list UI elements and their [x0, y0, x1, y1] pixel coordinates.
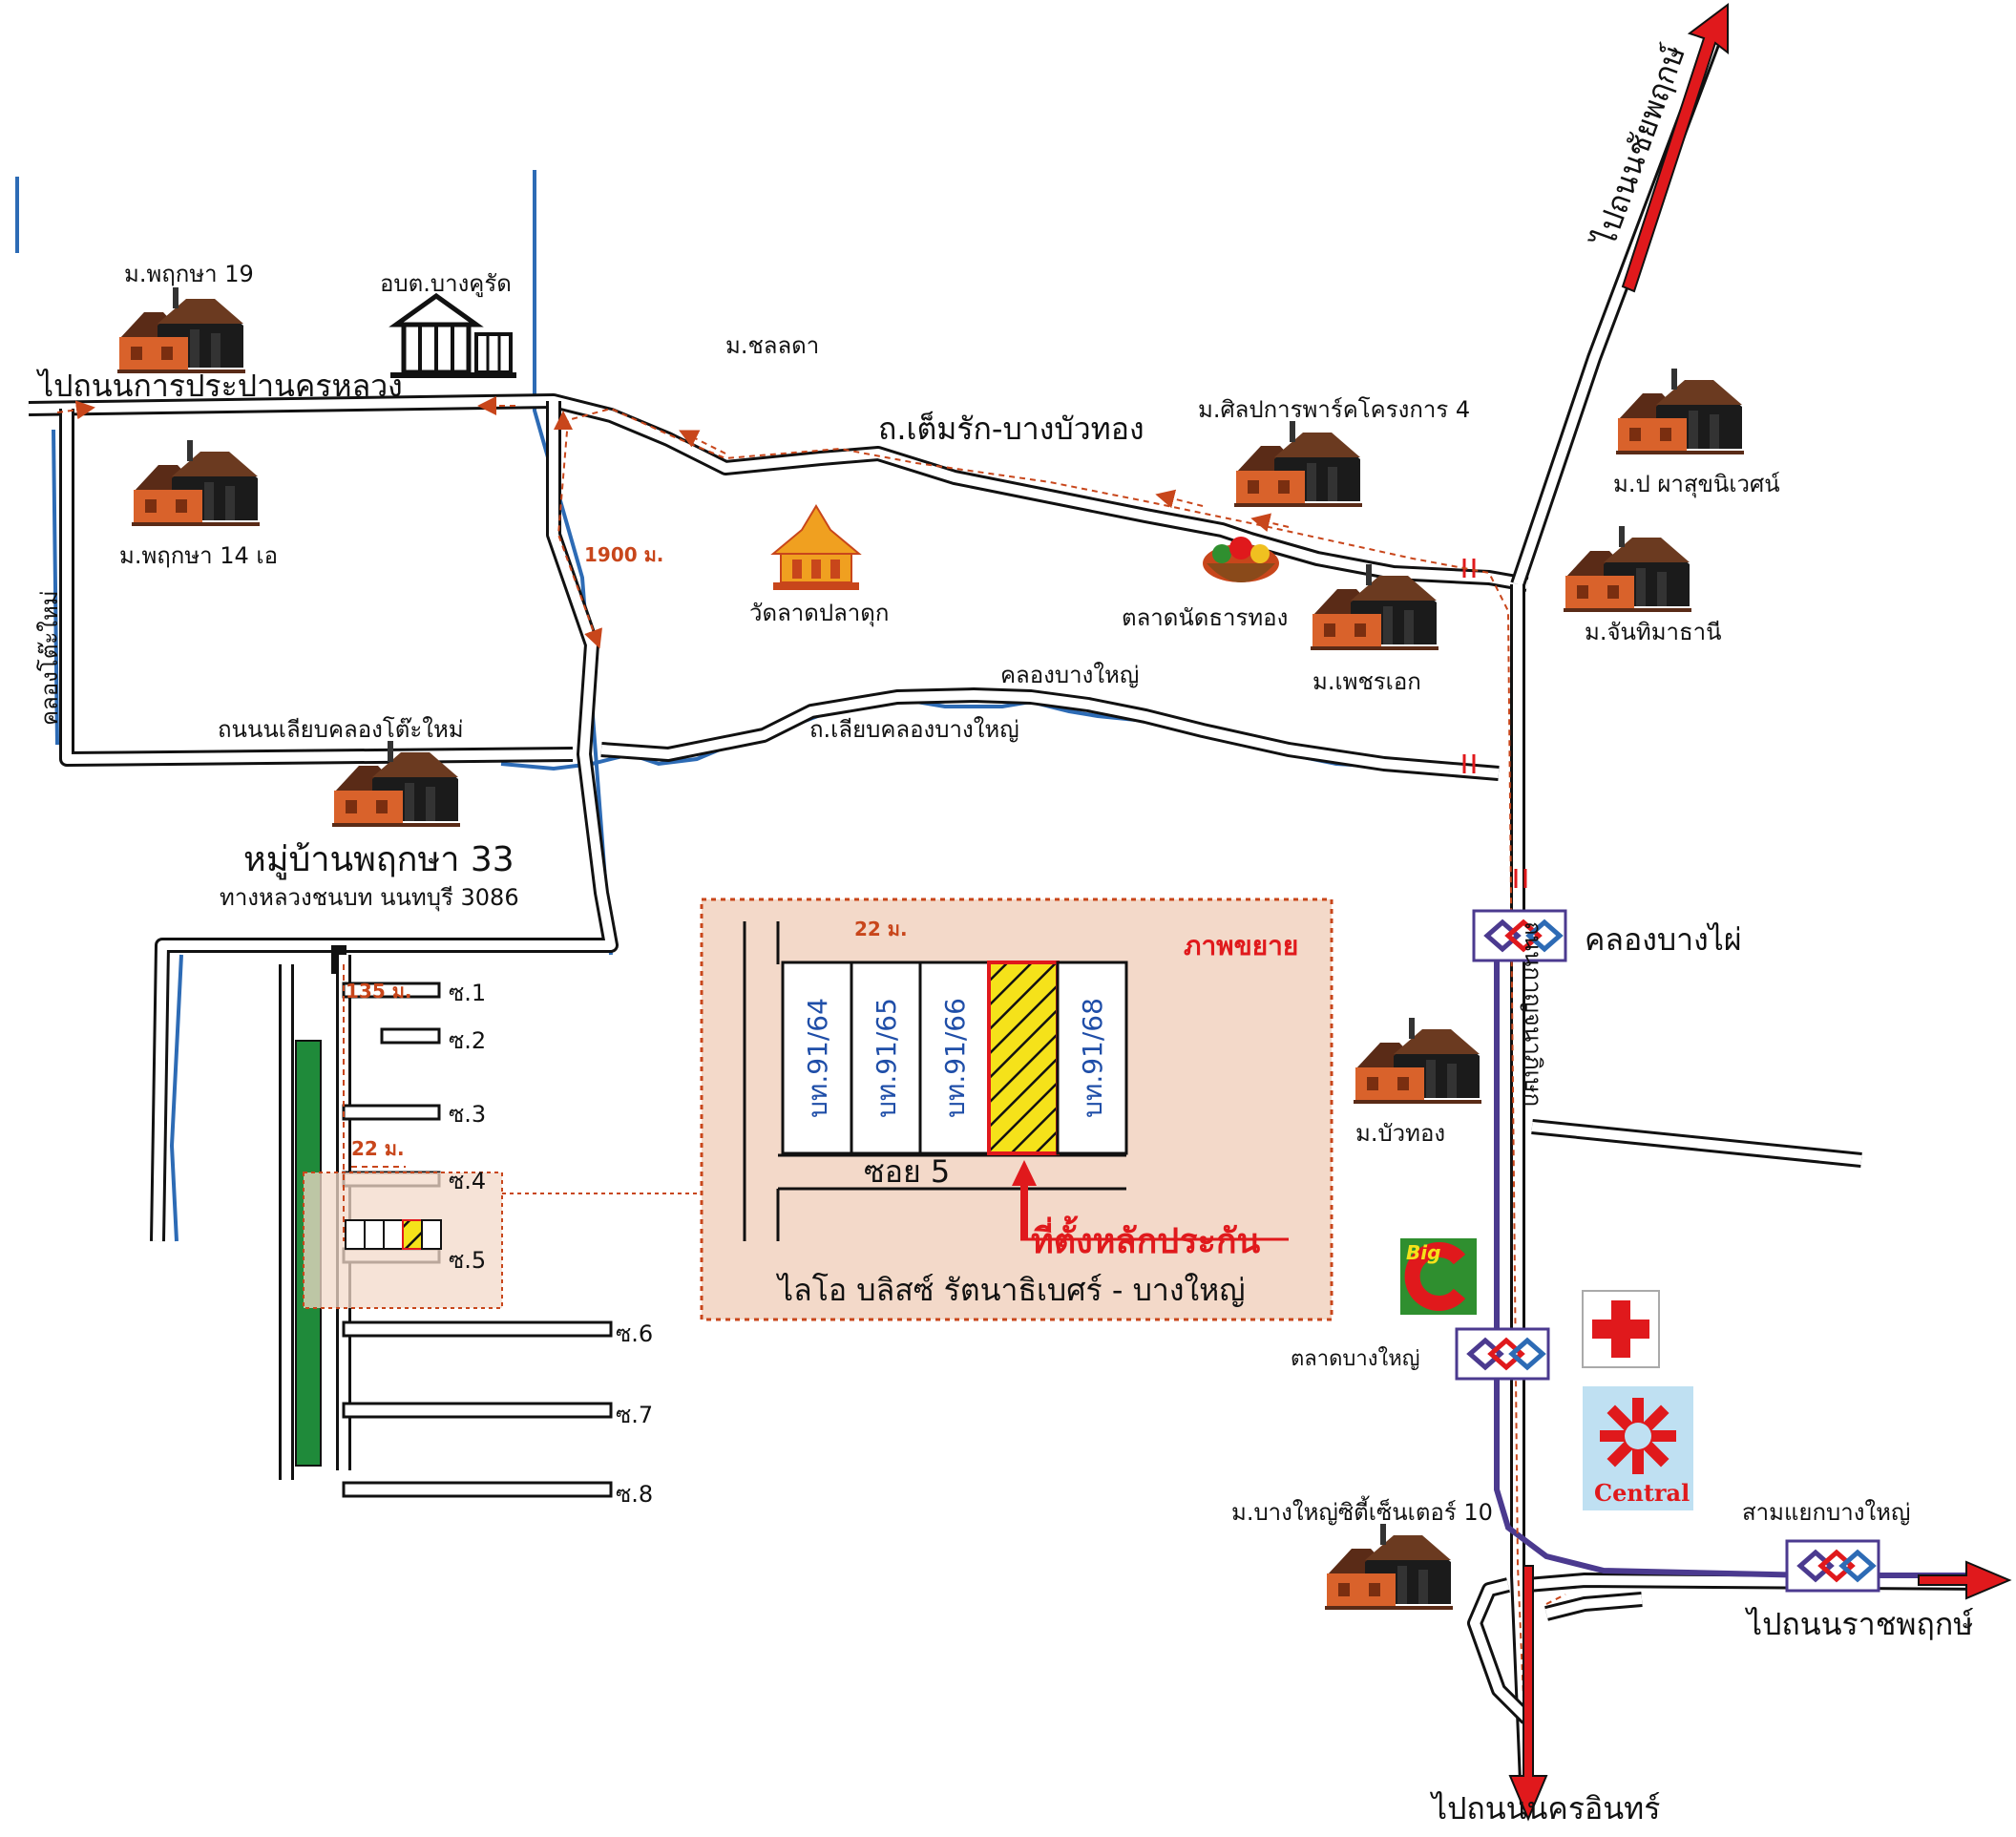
inset-plot-label: บท.91/64	[802, 998, 833, 1118]
house-icon	[1234, 421, 1362, 507]
road-label-bang-yai: ถ.เลียบคลองบางใหญ่	[809, 716, 1019, 743]
soi-1: ซ.1	[449, 980, 486, 1006]
inset-plot	[850, 961, 922, 1155]
arrow-north	[1621, 3, 1729, 293]
place-phet-ek: ม.เพชรเอก	[1312, 668, 1421, 695]
bts-station-icon	[1457, 1329, 1548, 1379]
canal-label-toh-mai: คลองโต๊ะใหม่	[36, 590, 63, 726]
inset-detail: บท.91/64 บท.91/65 บท.91/66 บท.91/68	[700, 897, 1334, 1321]
place-chonlada: ม.ชลลดา	[725, 332, 819, 359]
place-silpakarn: ม.ศิลปการพาร์คโครงการ 4	[1198, 396, 1470, 423]
place-wat: วัดลาดปลาดุก	[749, 600, 889, 627]
road-label-ratchaphruek: ไปถนนราชพฤกษ์	[1744, 1606, 1973, 1642]
hospital-icon	[1582, 1290, 1660, 1368]
house-icon	[117, 287, 245, 373]
place-village-33: หมู่บ้านพฤกษา 33	[243, 840, 514, 880]
market-basket-icon	[1203, 537, 1279, 582]
direction-arrows	[1508, 3, 2012, 1822]
bts-station-icon	[1474, 911, 1565, 961]
house-icon	[1325, 1524, 1453, 1610]
place-phruksa-14a: ม.พฤกษา 14 เอ	[119, 542, 278, 569]
arrow-east	[1918, 1560, 2012, 1600]
place-bua-thong: ม.บัวทอง	[1355, 1120, 1445, 1147]
temple-icon	[770, 504, 862, 590]
place-obt: อบต.บางคูรัด	[380, 270, 512, 298]
inset-plots: บท.91/64 บท.91/65 บท.91/66 บท.91/68	[781, 961, 1128, 1155]
small-plots	[345, 1219, 442, 1250]
road-label-kanchanaphisek: ถนนกาญจนาภิเษก	[1520, 921, 1546, 1107]
location-arrow	[1012, 1160, 1289, 1241]
soi-5: ซ.5	[449, 1247, 486, 1274]
big-c-label: Big	[1406, 1241, 1440, 1264]
inset-title: ภาพขยาย	[1184, 930, 1298, 961]
soi-2: ซ.2	[449, 1027, 486, 1054]
inset-plot-label: บท.91/68	[1077, 998, 1108, 1118]
big-c-logo: Big	[1400, 1238, 1477, 1315]
soi-8: ซ.8	[616, 1481, 653, 1508]
station-klong-bang-phai: คลองบางไผ่	[1585, 921, 1742, 958]
bts-station-icon	[1787, 1541, 1879, 1591]
canal-label-bang-yai: คลองบางใหญ่	[1000, 662, 1139, 688]
bridge-marks	[1462, 559, 1527, 888]
soi-7: ซ.7	[616, 1402, 653, 1428]
place-phasuk: ม.ป ผาสุขนิเวศน์	[1613, 471, 1780, 498]
place-talat-nat: ตลาดนัดธารทอง	[1122, 604, 1288, 631]
house-icon	[132, 440, 260, 526]
road-label-nakhon-in: ไปถนนนครอินทร์	[1429, 1790, 1660, 1826]
labels: ไปถนนการประปานครหลวง ถ.เต็มรัก-บางบัวทอง…	[35, 40, 1973, 1826]
house-icon	[1564, 526, 1691, 612]
government-office-icon	[388, 292, 516, 378]
road-label-karnpracha: ไปถนนการประปานครหลวง	[35, 368, 403, 404]
place-m-phruksa-19: ม.พฤกษา 19	[124, 261, 254, 287]
soi-6: ซ.6	[616, 1320, 653, 1347]
place-bang-yai-city: ม.บางใหญ่ซิตี้เซ็นเตอร์ 10	[1231, 1495, 1493, 1526]
soi-4: ซ.4	[449, 1168, 486, 1194]
arrow-south	[1508, 1565, 1548, 1822]
highlighted-plot	[987, 961, 1060, 1155]
road-label-tem-rak: ถ.เต็มรัก-บางบัวทอง	[878, 411, 1144, 447]
station-talat-bang-yai: ตลาดบางใหญ่	[1291, 1346, 1419, 1371]
road-label-3086: ทางหลวงชนบท นนทบุรี 3086	[220, 884, 519, 912]
distance-1900: 1900 ม.	[584, 543, 663, 566]
road-label-toh-mai: ถนนนเลียบคลองโต๊ะใหม่	[218, 716, 464, 743]
inset-plot	[1056, 961, 1128, 1155]
inset-project-name: ไลโอ บลิสซ์ รัตนาธิเบศร์ - บางใหญ่	[775, 1272, 1246, 1308]
inset-plot-label: บท.91/66	[939, 998, 971, 1118]
inset-soi-label: ซอย 5	[864, 1153, 950, 1190]
house-icon	[1616, 369, 1744, 454]
inset-plot-label: บท.91/65	[871, 998, 902, 1118]
bts-purple-line	[1494, 945, 1985, 1578]
place-chanthima: ม.จันทิมาธานี	[1585, 619, 1722, 645]
place-sam-yaek: สามแยกบางใหญ่	[1742, 1499, 1910, 1526]
distance-135: 135 ม.	[346, 980, 412, 1003]
distance-22-inset: 22 ม.	[854, 918, 908, 940]
inset-plot	[918, 961, 991, 1155]
inset-plot	[781, 961, 853, 1155]
soi-3: ซ.3	[449, 1101, 486, 1128]
central-logo: Central	[1583, 1386, 1693, 1510]
distance-22-small: 22 ม.	[351, 1137, 405, 1160]
house-icon	[1354, 1018, 1481, 1104]
central-label: Central	[1594, 1479, 1690, 1507]
